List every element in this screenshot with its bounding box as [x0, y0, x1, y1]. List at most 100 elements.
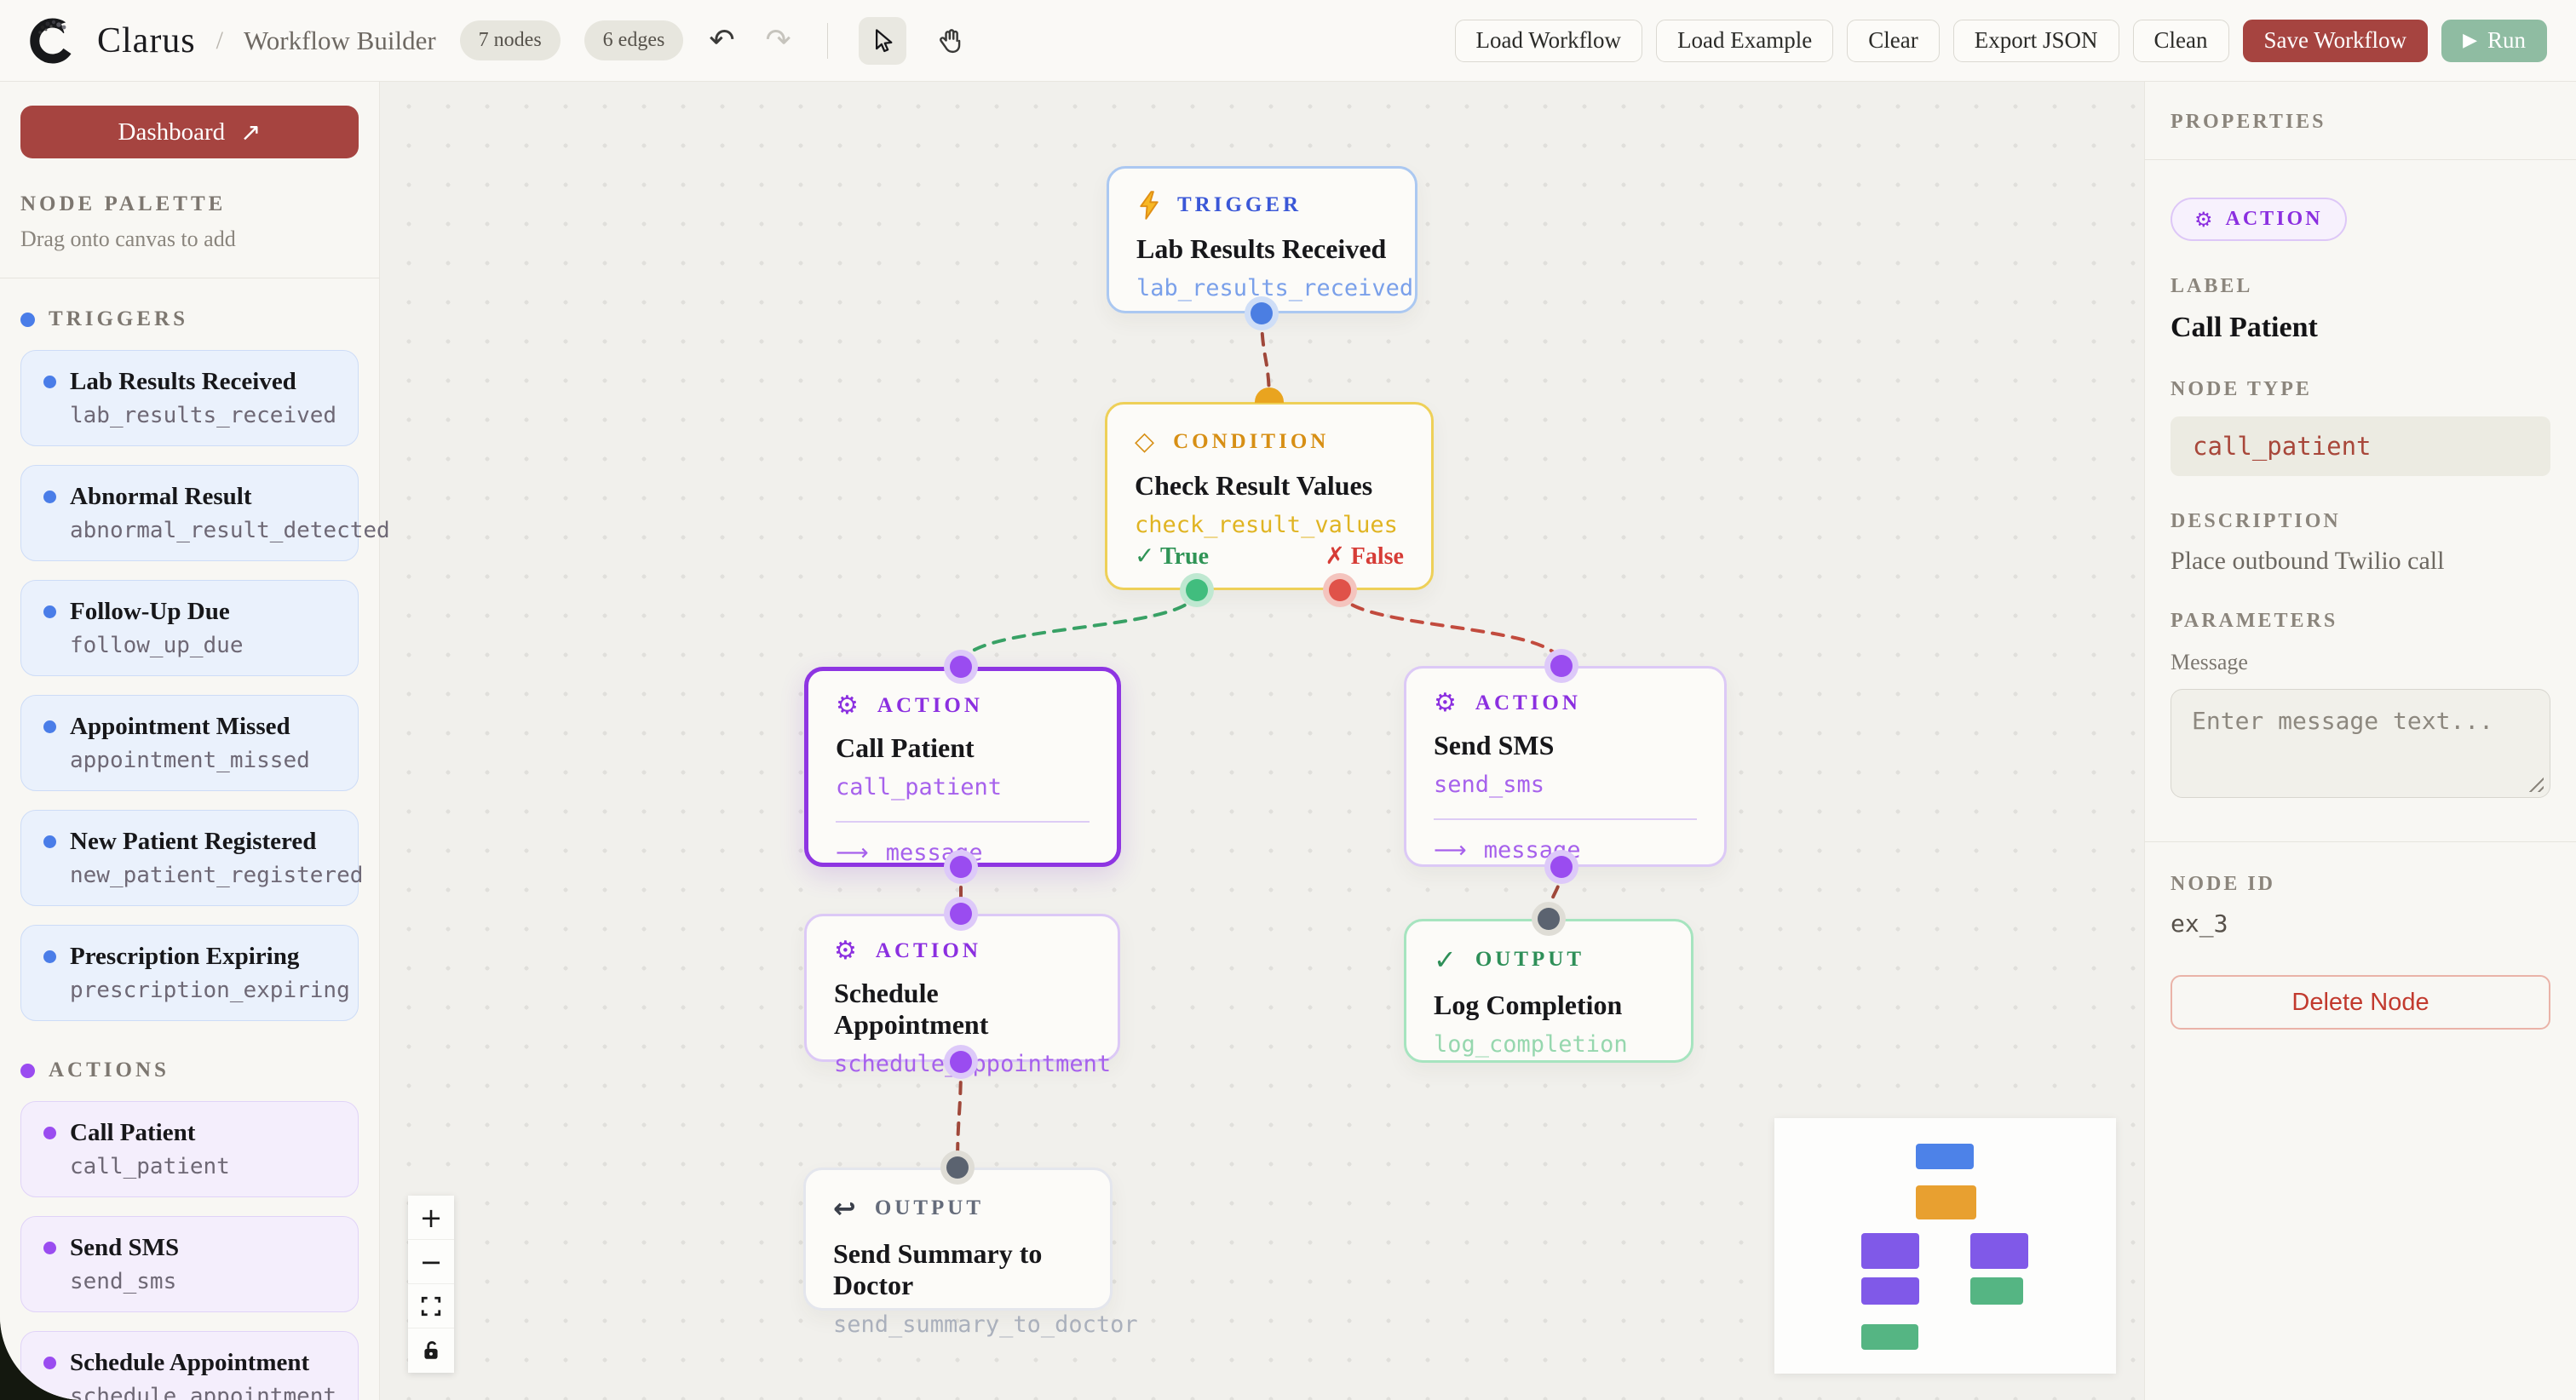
- header-divider: [826, 22, 828, 59]
- palette-title: NODE PALETTE: [20, 192, 227, 215]
- node-lab-results-received[interactable]: TRIGGER Lab Results Received lab_results…: [1107, 166, 1417, 313]
- minimap-node-send-sms: [1970, 1233, 2028, 1269]
- handle-condition-in[interactable]: [1255, 387, 1284, 403]
- palette-item-schedule-appointment[interactable]: Schedule Appointment schedule_appointmen…: [20, 1331, 359, 1400]
- handle-schedule-out[interactable]: [950, 1051, 972, 1073]
- properties-panel: PROPERTIES ⚙ ACTION LABEL Call Patient N…: [2144, 82, 2576, 1400]
- node-log-completion[interactable]: ✓ OUTPUT Log Completion log_completion: [1404, 919, 1693, 1063]
- zoom-in-button[interactable]: +: [408, 1196, 454, 1240]
- cursor-icon: [869, 27, 896, 55]
- parameters-heading: PARAMETERS: [2171, 610, 2338, 632]
- check-icon: ✓: [1135, 542, 1155, 570]
- minimap-node-condition: [1916, 1185, 1976, 1219]
- minimap[interactable]: [1774, 1118, 2116, 1374]
- redo-icon[interactable]: ↷: [765, 22, 791, 58]
- dashboard-button[interactable]: Dashboard ↗: [20, 106, 359, 158]
- actions-section-header: ACTIONS: [20, 1059, 359, 1082]
- handle-trigger-out[interactable]: [1251, 302, 1273, 324]
- load-workflow-button[interactable]: Load Workflow: [1454, 19, 1643, 62]
- node-type-heading: NODE TYPE: [2171, 378, 2312, 400]
- palette-item-follow-up-due[interactable]: Follow-Up Due follow_up_due: [20, 580, 359, 676]
- message-input[interactable]: [2171, 689, 2550, 798]
- edge-trigger-to-condition: [1260, 312, 1271, 405]
- handle-call-patient-in[interactable]: [950, 656, 972, 678]
- handle-log-completion-in[interactable]: [1538, 908, 1560, 930]
- palette-item-new-patient-registered[interactable]: New Patient Registered new_patient_regis…: [20, 810, 363, 906]
- minimap-node-log-completion: [1970, 1277, 2023, 1305]
- action-section-dot-icon: [20, 1063, 35, 1078]
- check-icon: ✓: [1434, 944, 1460, 976]
- fit-view-icon: [420, 1295, 442, 1317]
- label-value: Call Patient: [2171, 312, 2318, 343]
- action-dot-icon: [43, 1357, 56, 1369]
- handle-send-summary-in[interactable]: [946, 1156, 969, 1179]
- trigger-dot-icon: [43, 605, 56, 618]
- gear-icon: ⚙: [834, 936, 860, 966]
- palette-item-lab-results-received[interactable]: Lab Results Received lab_results_receive…: [20, 350, 359, 446]
- param-divider: [836, 821, 1090, 823]
- select-tool-button[interactable]: [858, 16, 906, 65]
- panel-divider: [2145, 841, 2576, 842]
- param-divider: [1434, 818, 1697, 820]
- trigger-dot-icon: [43, 950, 56, 963]
- node-id-heading: NODE ID: [2171, 873, 2276, 895]
- edge-condition-false-to-send-sms: [1338, 588, 1563, 667]
- edge-schedule-to-summary: [956, 1060, 963, 1168]
- clean-button[interactable]: Clean: [2132, 19, 2229, 62]
- triggers-section-header: TRIGGERS: [20, 307, 359, 331]
- lock-icon: [420, 1340, 442, 1362]
- node-palette-sidebar: Dashboard ↗ NODE PALETTE Drag onto canva…: [0, 82, 390, 1400]
- run-button[interactable]: ▶ Run: [2441, 19, 2547, 62]
- properties-title: PROPERTIES: [2171, 111, 2326, 133]
- node-check-result-values[interactable]: ◇ CONDITION Check Result Values check_re…: [1105, 402, 1434, 590]
- handle-send-sms-out[interactable]: [1550, 856, 1573, 878]
- minus-icon: −: [419, 1245, 443, 1278]
- clear-button[interactable]: Clear: [1847, 19, 1940, 62]
- handle-send-sms-in[interactable]: [1550, 655, 1573, 677]
- save-workflow-button[interactable]: Save Workflow: [2242, 19, 2429, 62]
- brand-name: Clarus: [97, 20, 196, 60]
- node-count-badge: 7 nodes: [459, 20, 561, 60]
- node-schedule-appointment[interactable]: ⚙ ACTION Schedule Appointment schedule_a…: [804, 914, 1120, 1077]
- minimap-node-schedule: [1861, 1277, 1919, 1305]
- gear-icon: ⚙: [2194, 207, 2216, 232]
- node-call-patient[interactable]: ⚙ ACTION Call Patient call_patient ⟶ mes…: [804, 667, 1121, 867]
- palette-item-abnormal-result[interactable]: Abnormal Result abnormal_result_detected: [20, 465, 390, 561]
- trigger-dot-icon: [43, 835, 56, 848]
- palette-item-appointment-missed[interactable]: Appointment Missed appointment_missed: [20, 695, 359, 791]
- node-send-sms[interactable]: ⚙ ACTION Send SMS send_sms ⟶ message: [1404, 666, 1727, 867]
- long-arrow-icon: ⟶: [1434, 837, 1467, 864]
- diamond-icon: ◇: [1135, 427, 1159, 456]
- undo-icon[interactable]: ↶: [709, 22, 735, 58]
- clarus-logo-icon: [29, 16, 77, 65]
- palette-item-send-sms[interactable]: Send SMS send_sms: [20, 1216, 359, 1312]
- return-icon: ↩: [833, 1192, 860, 1225]
- delete-node-button[interactable]: Delete Node: [2171, 975, 2550, 1030]
- zoom-out-button[interactable]: −: [408, 1240, 454, 1284]
- minimap-node-trigger: [1916, 1144, 1974, 1169]
- trigger-section-dot-icon: [20, 312, 35, 327]
- export-json-button[interactable]: Export JSON: [1952, 19, 2119, 62]
- minimap-node-call-patient: [1861, 1233, 1919, 1269]
- action-dot-icon: [43, 1127, 56, 1139]
- canvas-controls: + −: [408, 1196, 454, 1373]
- lightning-icon: [1136, 191, 1162, 220]
- palette-item-call-patient[interactable]: Call Patient call_patient: [20, 1101, 359, 1197]
- play-icon: ▶: [2463, 30, 2477, 51]
- panel-divider: [2145, 159, 2576, 160]
- handle-call-patient-out[interactable]: [950, 856, 972, 878]
- minimap-node-send-summary: [1861, 1324, 1918, 1350]
- handle-condition-false-out[interactable]: [1329, 579, 1351, 601]
- palette-item-prescription-expiring[interactable]: Prescription Expiring prescription_expir…: [20, 925, 359, 1021]
- pan-tool-button[interactable]: [927, 17, 975, 65]
- node-send-summary-to-doctor[interactable]: ↩ OUTPUT Send Summary to Doctor send_sum…: [803, 1168, 1138, 1338]
- trigger-dot-icon: [43, 376, 56, 388]
- load-example-button[interactable]: Load Example: [1656, 19, 1834, 62]
- trigger-dot-icon: [43, 491, 56, 503]
- lock-button[interactable]: [408, 1328, 454, 1373]
- handle-condition-true-out[interactable]: [1186, 579, 1208, 601]
- handle-schedule-in[interactable]: [950, 903, 972, 925]
- fit-view-button[interactable]: [408, 1284, 454, 1328]
- workflow-canvas[interactable]: TRIGGER Lab Results Received lab_results…: [381, 82, 2144, 1400]
